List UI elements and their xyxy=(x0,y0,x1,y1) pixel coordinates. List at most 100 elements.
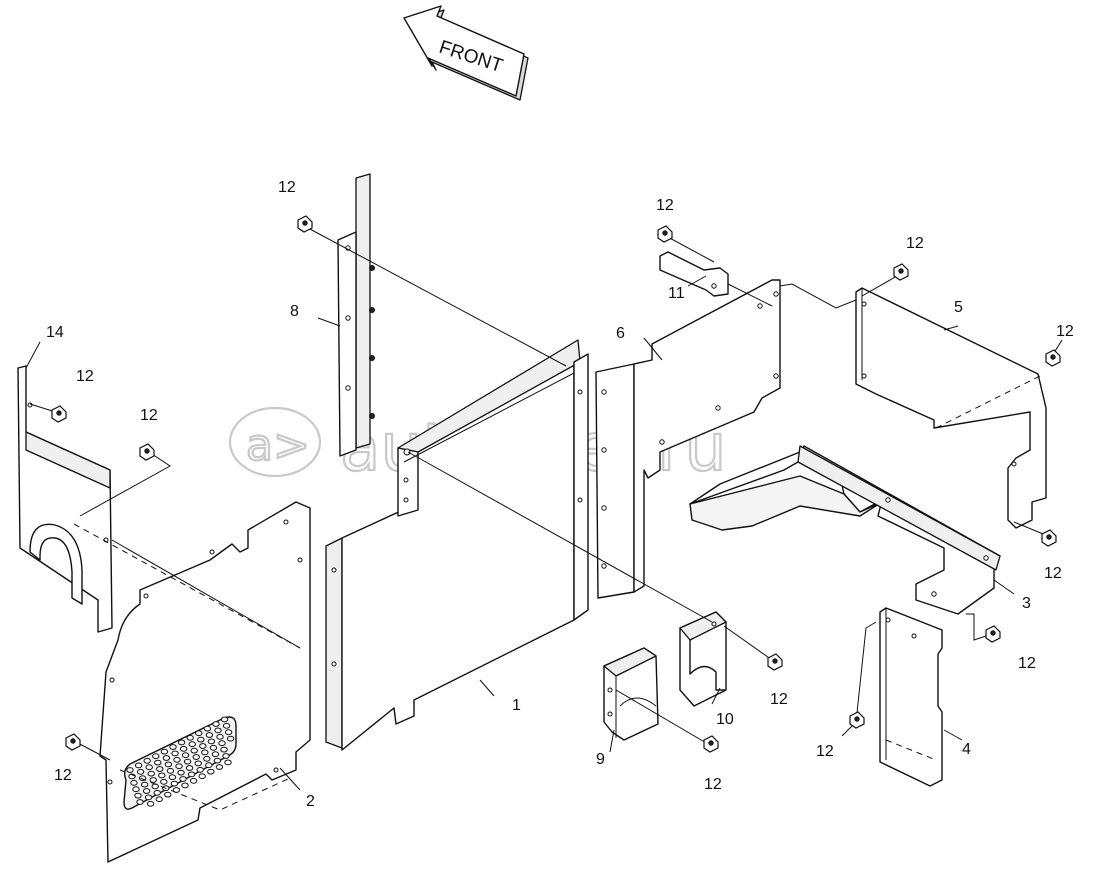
callout-part-14: 14 xyxy=(46,324,64,341)
perforation-hole xyxy=(179,745,188,752)
perforation-hole xyxy=(205,762,213,769)
perforation-hole xyxy=(136,799,144,805)
perforation-hole xyxy=(226,735,235,742)
perforation-hole xyxy=(136,768,145,775)
part-14-side-cover xyxy=(17,365,113,633)
perforation-hole xyxy=(143,757,151,764)
perforation-hole xyxy=(186,734,194,741)
perforation-hole xyxy=(215,764,224,770)
perforation-hole xyxy=(177,769,185,776)
perforation-hole xyxy=(144,794,153,801)
bolt-12-j xyxy=(703,735,719,753)
perforation-hole xyxy=(179,776,187,782)
perforation-hole xyxy=(154,759,162,766)
perforation-hole xyxy=(187,771,196,778)
callout-bolt: 12 xyxy=(76,368,94,385)
callout-bolt: 12 xyxy=(704,776,722,793)
bolt-12-e xyxy=(657,225,673,243)
perforation-hole xyxy=(201,749,209,756)
perforation-hole xyxy=(207,738,216,745)
part-4-lower-plate xyxy=(879,607,943,787)
perforation-hole xyxy=(160,748,169,755)
perforation-hole xyxy=(218,740,226,747)
perforation-hole xyxy=(220,716,229,723)
perforation-hole xyxy=(134,792,142,799)
bolt-12-f xyxy=(893,263,909,281)
perforation-hole xyxy=(156,766,164,772)
callout-part-11: 11 xyxy=(668,285,685,302)
perforation-hole xyxy=(171,750,179,757)
hidden-assembly-lines xyxy=(73,375,1041,811)
callout-bolt: 12 xyxy=(770,691,788,708)
front-direction-arrow: FRONT xyxy=(403,5,529,101)
perforation-hole xyxy=(194,760,202,767)
perforation-hole xyxy=(195,730,203,737)
perforation-hole xyxy=(173,756,181,763)
perforation-hole xyxy=(145,764,153,771)
bolt-12-l xyxy=(849,711,865,729)
perforation-hole xyxy=(214,727,222,734)
callout-bolt: 12 xyxy=(278,179,296,196)
bolt-12-d xyxy=(65,733,81,751)
perforation-hole xyxy=(149,777,157,783)
perforation-hole xyxy=(222,753,230,759)
perforation-hole xyxy=(198,773,206,780)
leader-lines xyxy=(25,227,1063,791)
perforation-hole xyxy=(189,777,198,784)
perforation-hole xyxy=(209,744,218,751)
part-8-vertical-strip xyxy=(337,173,375,457)
perforation-hole xyxy=(188,741,196,748)
perforation-pattern xyxy=(126,716,235,807)
perforation-hole xyxy=(181,752,190,759)
perforation-hole xyxy=(213,757,222,764)
bolt-12-a xyxy=(297,215,313,233)
perforation-hole xyxy=(152,753,160,760)
perforation-hole xyxy=(222,722,231,729)
perforation-hole xyxy=(169,744,177,750)
callout-bolt: 12 xyxy=(54,767,72,784)
perforation-hole xyxy=(224,729,233,736)
svg-text:a>: a> xyxy=(246,420,310,471)
part-10-block xyxy=(679,611,727,707)
perforation-hole xyxy=(164,761,173,768)
callout-part-8: 8 xyxy=(290,303,299,320)
part-9-block xyxy=(603,647,659,741)
perforation-hole xyxy=(168,774,177,781)
callout-bolt: 12 xyxy=(140,407,158,424)
callout-part-2: 2 xyxy=(306,793,315,810)
callout-part-4: 4 xyxy=(962,741,971,758)
perforation-hole xyxy=(199,743,207,749)
perforation-hole xyxy=(220,746,228,753)
perforation-hole xyxy=(147,770,155,777)
perforation-hole xyxy=(183,758,192,765)
perforation-hole xyxy=(160,778,168,785)
callouts: 12 8 14 12 12 12 2 1 12 11 6 12 5 12 12 … xyxy=(46,179,1074,810)
bolt-12-h xyxy=(1041,529,1057,547)
callout-part-9: 9 xyxy=(596,751,605,768)
part-1-center-panel xyxy=(325,339,589,751)
perforation-hole xyxy=(151,783,159,790)
part-5-right-panel xyxy=(855,287,1047,529)
bolt-12-c xyxy=(139,443,155,461)
perforation-hole xyxy=(126,767,134,773)
part-3-lower-frame xyxy=(689,445,1001,615)
bolt-12-g xyxy=(1045,349,1061,367)
callout-part-10: 10 xyxy=(716,711,734,728)
perforation-hole xyxy=(192,754,200,760)
perforation-hole xyxy=(207,768,215,775)
perforation-hole xyxy=(211,751,220,758)
perforation-hole xyxy=(142,788,151,794)
perforation-hole xyxy=(170,780,179,787)
bolt-12-b xyxy=(51,405,67,423)
perforation-hole xyxy=(175,763,183,770)
perforation-hole xyxy=(166,767,175,774)
perforation-hole xyxy=(164,791,172,798)
callout-part-5: 5 xyxy=(954,299,963,316)
callout-part-3: 3 xyxy=(1022,595,1031,612)
perforation-hole xyxy=(132,786,140,793)
perforation-hole xyxy=(140,781,149,788)
callout-part-6: 6 xyxy=(616,325,625,342)
callout-bolt: 12 xyxy=(1018,655,1036,672)
